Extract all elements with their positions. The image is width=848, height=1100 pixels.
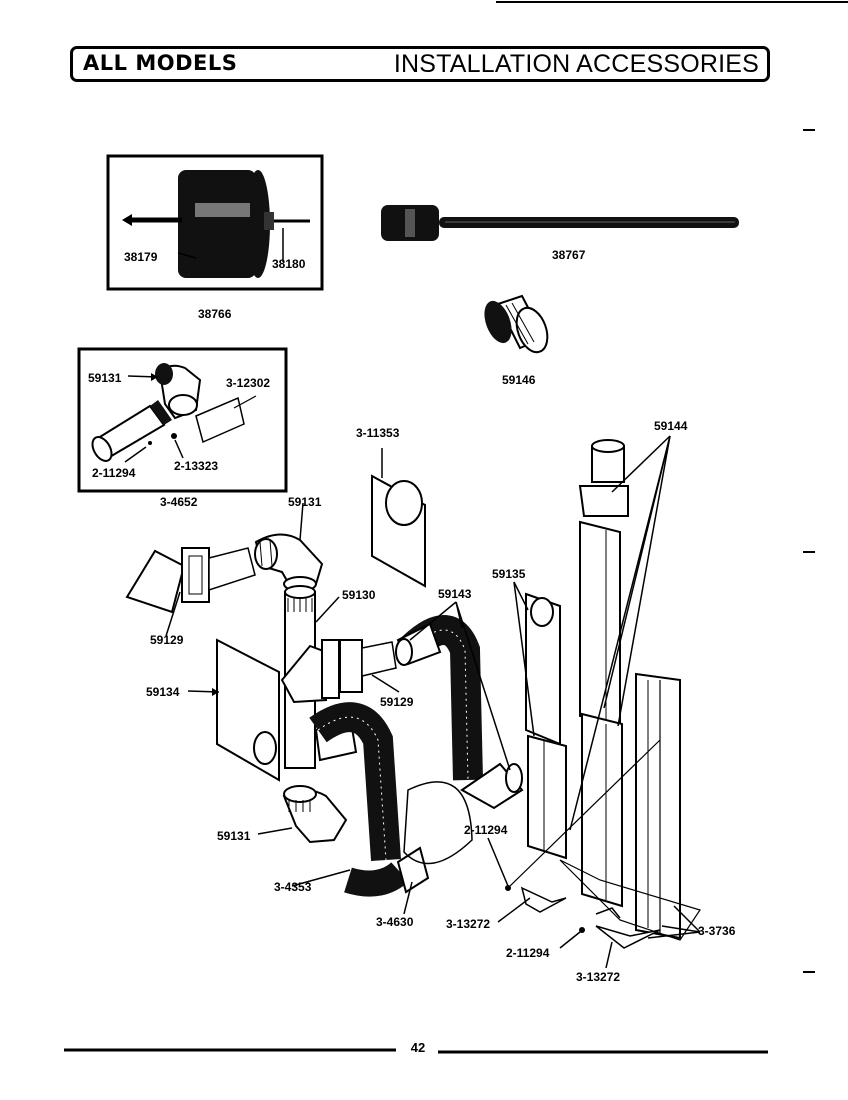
hole-saw-kit <box>106 154 324 291</box>
part-label-38179: 38179 <box>124 250 158 264</box>
part-label-bracket-mid: 3-13272 <box>446 917 490 931</box>
page-header: ALL MODELS INSTALLATION ACCESSORIES <box>70 46 770 82</box>
hood-left <box>125 547 256 637</box>
part-label-3-11353: 3-11353 <box>356 426 400 440</box>
vertical-duct-assembly <box>254 502 358 844</box>
part-label-screw-low: 2-11294 <box>506 946 550 960</box>
part-label-3-12302: 3-12302 <box>226 376 270 390</box>
part-label-screw-mid: 2-11294 <box>464 823 508 837</box>
part-label-lower-elbow: 59131 <box>217 829 251 843</box>
part-label-59143: 59143 <box>438 587 472 601</box>
part-label-kit-screw: 2-11294 <box>92 466 136 480</box>
part-label-38180: 38180 <box>272 257 306 271</box>
part-label-3-4353: 3-4353 <box>274 880 312 894</box>
part-label-59135: 59135 <box>492 567 526 581</box>
part-label-bracket-low: 3-13272 <box>576 970 620 984</box>
part-label-2-13323: 2-13323 <box>174 459 218 473</box>
coupling-part <box>484 294 549 354</box>
mounting-hardware <box>487 739 701 969</box>
periscope-small <box>513 581 567 860</box>
part-label-38766: 38766 <box>198 307 232 321</box>
models-label: ALL MODELS <box>83 51 238 75</box>
part-label-3-4652: 3-4652 <box>160 495 198 509</box>
page-title: INSTALLATION ACCESSORIES <box>393 50 759 78</box>
part-label-59134: 59134 <box>146 685 180 699</box>
wall-plate <box>187 638 280 782</box>
part-label-hood-left: 59129 <box>150 633 184 647</box>
vent-kit <box>77 347 288 493</box>
part-label-3-3736: 3-3736 <box>698 924 736 938</box>
flex-duct <box>291 615 524 915</box>
template-sheet <box>371 448 426 588</box>
clamp-leaders <box>409 601 511 771</box>
part-label-59146: 59146 <box>502 373 536 387</box>
part-label-3-4630: 3-4630 <box>376 915 414 929</box>
part-label-kit-elbow: 59131 <box>88 371 122 385</box>
part-label-59130: 59130 <box>342 588 376 602</box>
extension-part <box>381 205 739 241</box>
part-label-upper-elbow: 59131 <box>288 495 322 509</box>
part-label-59144: 59144 <box>654 419 688 433</box>
part-label-hood-right: 59129 <box>380 695 414 709</box>
periscope-tall <box>559 435 701 941</box>
part-label-38767: 38767 <box>552 248 586 262</box>
page-number: 42 <box>398 1040 438 1055</box>
hood-right <box>321 639 400 699</box>
